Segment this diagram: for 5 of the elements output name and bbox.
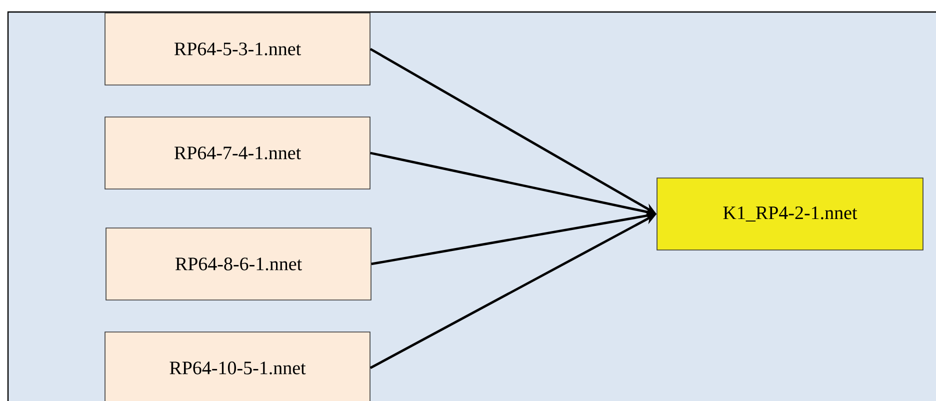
file-box: RP64-8-6-1.nnet (106, 228, 372, 300)
file-box: RP64-5-3-1.nnet (104, 12, 370, 86)
file-box: RP64-7-4-1.nnet (104, 116, 370, 190)
file-box: RP64-10-5-1.nnet (104, 332, 370, 401)
output-box: K1_RP4-2-1.nnet (656, 178, 924, 250)
